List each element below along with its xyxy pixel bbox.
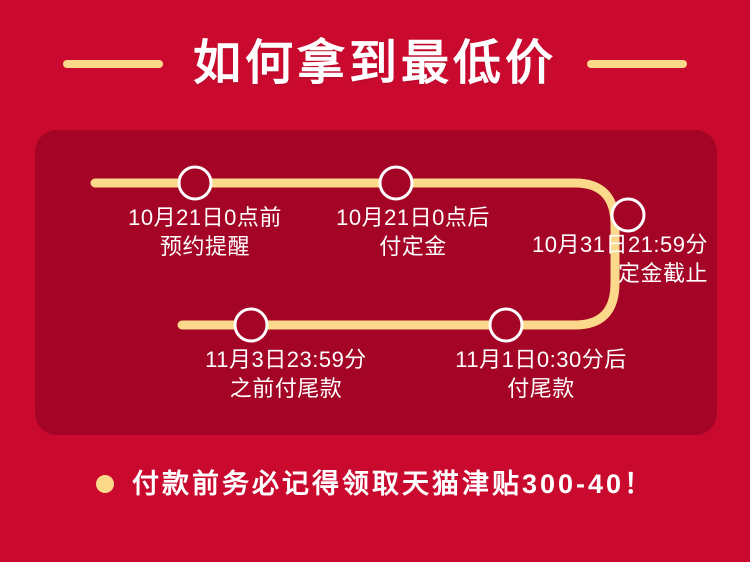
- node-4-line1: 11月3日23:59分: [205, 347, 367, 372]
- page-header: 如何拿到最低价: [0, 28, 750, 100]
- node-2-line2: 付定金: [379, 234, 447, 260]
- circle-node-4: [233, 307, 269, 343]
- right-dash-icon: [587, 60, 687, 68]
- footer-note: 付款前务必记得领取天猫津贴300-40！: [0, 462, 750, 506]
- node-4-line2: 之前付尾款: [229, 376, 343, 402]
- node-1-line2: 预约提醒: [159, 234, 250, 260]
- circle-node-5: [488, 307, 524, 343]
- circle-node-3: [610, 197, 646, 233]
- footer-note-text: 付款前务必记得领取天猫津贴300-40！: [131, 468, 655, 499]
- timeline-node-label-2: 10月21日0点后 付定金: [313, 203, 513, 261]
- node-5-line2: 付尾款: [507, 376, 575, 402]
- timeline-node-label-5: 11月1日0:30分后 付尾款: [430, 345, 652, 403]
- node-2-line1: 10月21日0点后: [336, 205, 490, 230]
- timeline-node-label-3: 10月31日21:59分 定金截止: [490, 230, 708, 288]
- left-dash-icon: [62, 60, 163, 68]
- node-3-line1: 10月31日21:59分: [532, 232, 708, 257]
- node-1-line1: 10月21日0点前: [128, 205, 282, 230]
- dot-icon: [95, 475, 114, 493]
- page-title: 如何拿到最低价: [192, 37, 557, 90]
- timeline-node-label-1: 10月21日0点前 预约提醒: [105, 203, 305, 261]
- timeline-node-label-4: 11月3日23:59分 之前付尾款: [175, 345, 397, 403]
- circle-node-1: [177, 165, 213, 201]
- circle-node-2: [378, 165, 414, 201]
- node-3-line2: 定金截止: [617, 261, 708, 287]
- timeline-card: 10月21日0点前 预约提醒 10月21日0点后 付定金 10月31日21:59…: [35, 130, 717, 435]
- node-5-line1: 11月1日0:30分后: [455, 347, 627, 372]
